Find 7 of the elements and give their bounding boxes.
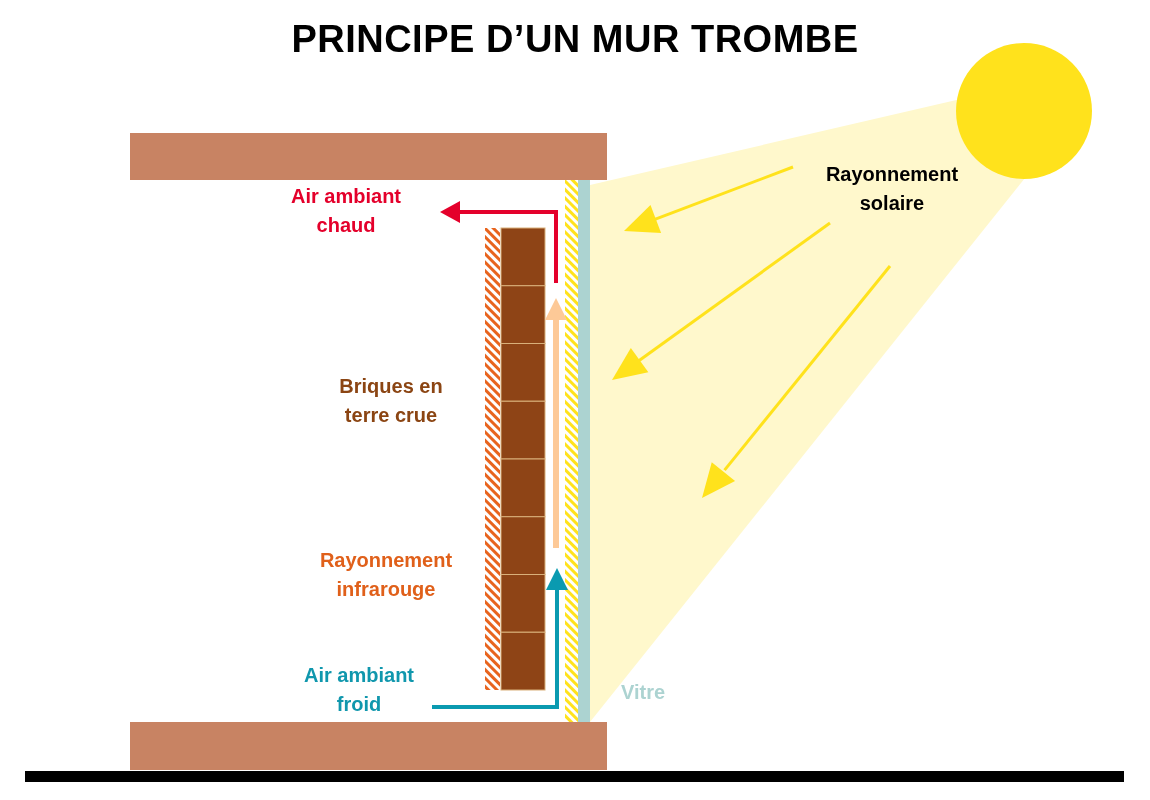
air-label: Air ambiant froid — [303, 663, 415, 717]
title: PRINCIPE D’UN MUR TROMBE — [291, 18, 859, 61]
material-label: Briques en terre crue — [338, 374, 444, 428]
radiation-label: Rayonnement infrarouge — [318, 548, 454, 602]
radiation-label: Rayonnement solaire — [824, 162, 960, 216]
material-label: Vitre — [619, 680, 667, 705]
air-label: Air ambiant chaud — [290, 184, 402, 238]
